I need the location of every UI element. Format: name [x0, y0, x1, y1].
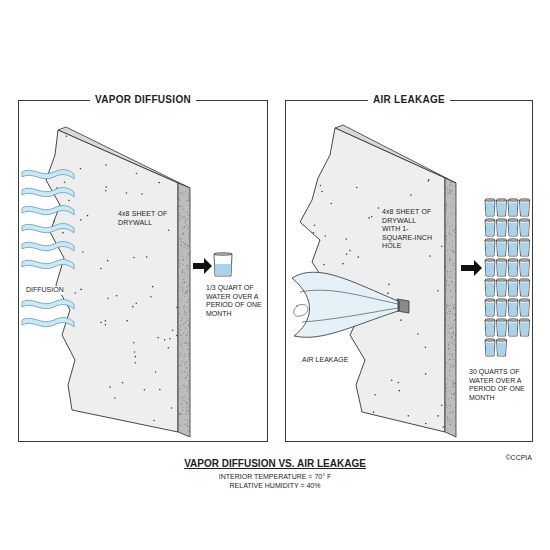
- panel-heading: VAPOR DIFFUSION: [90, 94, 196, 106]
- water-glass-grid: [485, 199, 530, 356]
- output-arrow: [193, 258, 212, 274]
- drywall-sheet: 4x8 SHEET OF DRYWALL: [38, 124, 194, 440]
- drywall-face: [46, 130, 178, 432]
- diagram-panel: VAPOR DIFFUSION4x8 SHEET OF DRYWALL: [18, 100, 268, 442]
- panel-heading: AIR LEAKAGE: [368, 94, 450, 106]
- drywall-face: [300, 128, 445, 432]
- water-glass: [214, 253, 232, 276]
- drywall-sheet: 4x8 SHEET OF DRYWALL WITH 1-SQUARE-INCH …: [292, 122, 460, 440]
- drywall-speckle: [313, 179, 457, 428]
- diagram-title: VAPOR DIFFUSION VS. AIR LEAKAGE: [0, 458, 550, 470]
- caption-note: INTERIOR TEMPERATURE = 70° F: [0, 473, 550, 482]
- output-arrow: [461, 260, 482, 276]
- air-leakage-flow: [292, 272, 398, 337]
- caption-note: RELATIVE HUMIDITY = 40%: [0, 482, 550, 491]
- callout-label: DIFFUSION: [26, 286, 64, 295]
- drywall-edge: [445, 178, 456, 437]
- drywall-speckle: [53, 135, 190, 432]
- drywall-edge: [178, 183, 190, 437]
- wall-hole: [397, 299, 409, 313]
- drywall-label: 4x8 SHEET OF DRYWALL WITH 1-SQUARE-INCH …: [382, 208, 434, 251]
- diffusion-ribbon: [22, 170, 74, 327]
- wall-hole-shadow: [397, 299, 400, 311]
- callout-label: 1/3 QUART OF WATER OVER A PERIOD OF ONE …: [206, 284, 266, 318]
- drywall-label: 4x8 SHEET OF DRYWALL: [118, 210, 168, 227]
- callout-label: AIR LEAKAGE: [302, 356, 358, 365]
- caption-note: ©CCPIA: [488, 454, 532, 463]
- drywall-outline: [292, 122, 460, 440]
- drywall-outline: [38, 124, 194, 440]
- callout-label: 30 QUARTS OF WATER OVER A PERIOD OF ONE …: [469, 368, 531, 402]
